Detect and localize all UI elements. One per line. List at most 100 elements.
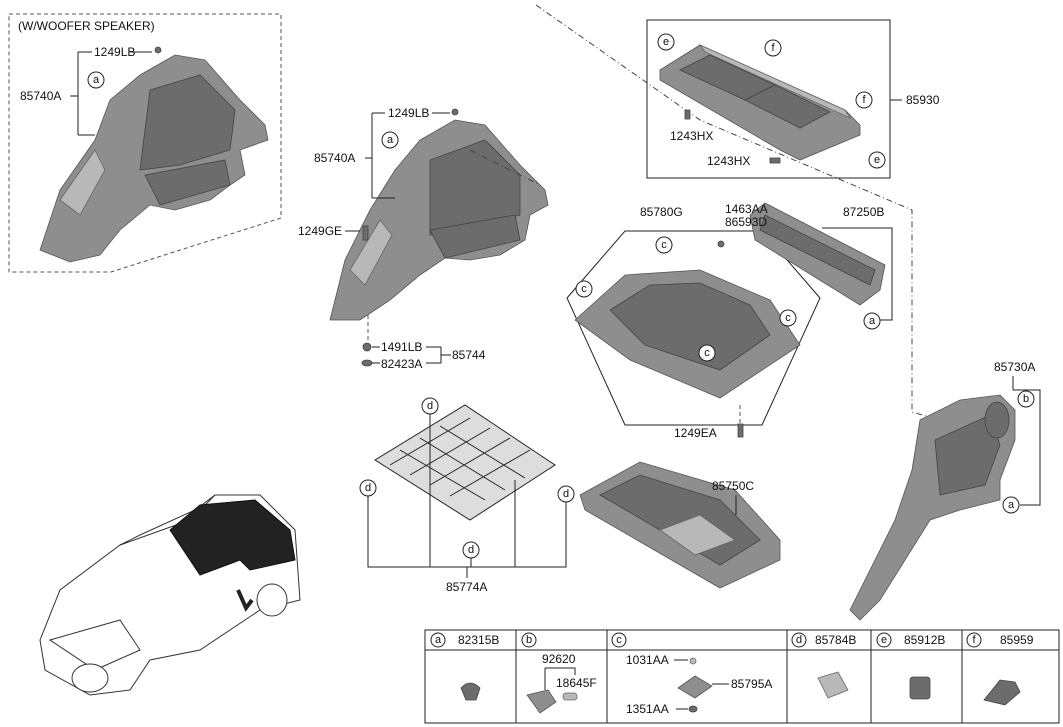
callout-d-2-text: d	[365, 482, 371, 494]
callout-c-1	[655, 236, 673, 254]
washer-82423A	[361, 359, 373, 367]
speaker-hole	[984, 401, 1010, 439]
label-1491LB: 1491LB	[381, 340, 422, 354]
legend-c-85795A: 85795A	[731, 677, 772, 691]
clip-1491LB	[362, 342, 372, 352]
legend-b-circle	[521, 632, 537, 648]
woofer-variant-box	[8, 13, 282, 273]
clip-1463AA	[717, 240, 725, 248]
variant-note: (W/WOOFER SPEAKER)	[18, 19, 155, 33]
transverse-trim-87250B	[749, 202, 886, 306]
label-82423A: 82423A	[381, 357, 422, 371]
legend-b-letter: b	[526, 634, 532, 646]
cap-85912B-icon	[909, 676, 931, 700]
label-85730A: 85730A	[994, 360, 1035, 374]
hook-85784B-icon	[817, 671, 849, 699]
quarter-trim-panel-85730A	[849, 394, 1016, 621]
legend-e-circle	[876, 632, 892, 648]
label-85750C: 85750C	[712, 479, 754, 493]
callout-a-mid-text: a	[387, 134, 394, 146]
callout-a-trim-text: a	[869, 315, 876, 327]
label-1243HX-a: 1243HX	[670, 129, 713, 143]
callout-f-1	[764, 39, 782, 57]
callout-c-3	[779, 309, 797, 327]
label-1249LB-left: 1249LB	[94, 45, 135, 59]
cargo-net-85774A	[374, 404, 556, 521]
luggage-tray-85750C	[579, 461, 781, 589]
label-1463AA: 1463AA	[725, 202, 768, 216]
quarter-trim-panel-woofer	[39, 54, 269, 263]
legend-a-letter: a	[435, 634, 442, 646]
callout-f-2	[855, 91, 873, 109]
callout-d-1-text: d	[427, 400, 433, 412]
clip-1249LB-left	[154, 46, 162, 54]
callout-b-1	[1017, 390, 1035, 408]
callout-c-4-text: c	[704, 347, 710, 359]
screw-1249GE	[362, 225, 369, 241]
legend-f-part: 85959	[1000, 633, 1034, 647]
legend-f-letter: f	[972, 634, 976, 646]
label-87250B: 87250B	[843, 205, 884, 219]
board-85780G-outline	[566, 230, 821, 426]
legend-a-circle	[430, 632, 446, 648]
cover-85930-box	[646, 19, 891, 179]
callout-f-1-text: f	[771, 42, 775, 54]
callout-a-text: a	[93, 74, 100, 86]
label-85744: 85744	[452, 348, 486, 362]
callout-a	[87, 71, 105, 89]
callout-c-3-text: c	[785, 312, 791, 324]
label-85740A-left: 85740A	[20, 89, 61, 103]
label-85780G: 85780G	[640, 205, 683, 219]
label-85930: 85930	[906, 93, 940, 107]
legend-c-circle	[611, 632, 627, 648]
label-1249EA: 1249EA	[674, 426, 717, 440]
label-1243HX-b: 1243HX	[707, 154, 750, 168]
legend-e-part: 85912B	[904, 633, 945, 647]
legend-e-letter: e	[881, 634, 887, 646]
legend-d-letter: d	[796, 634, 802, 646]
clip-82315B-icon	[460, 682, 481, 701]
callout-f-2-text: f	[862, 94, 866, 106]
callout-a-mid	[381, 131, 399, 149]
callout-d-4-text: d	[468, 544, 474, 556]
screw-1243HX-a	[684, 109, 691, 120]
luggage-board-85780G	[574, 269, 801, 399]
callout-c-2-text: c	[581, 283, 587, 295]
clip-1249LB-mid	[451, 108, 459, 116]
quarter-trim-panel	[329, 119, 549, 321]
luggage-cover-85930	[659, 44, 861, 161]
legend-b-18645F: 18645F	[556, 676, 597, 690]
callout-e-1	[657, 33, 675, 51]
callout-b-1-text: b	[1023, 393, 1029, 405]
callout-a-right-text: a	[1008, 499, 1015, 511]
callout-d-3-text: d	[563, 488, 569, 500]
legend-d-circle	[791, 632, 807, 648]
label-1249LB-mid: 1249LB	[388, 106, 429, 120]
legend-c-letter: c	[616, 634, 622, 646]
legend-c-1351AA: 1351AA	[626, 702, 669, 716]
legend-f-circle	[966, 632, 982, 648]
callout-e-2-text: e	[874, 154, 880, 166]
callout-e-1-text: e	[663, 36, 669, 48]
label-1249GE: 1249GE	[298, 224, 342, 238]
hook-85795A-icon	[677, 657, 713, 713]
label-85774A: 85774A	[446, 580, 487, 594]
vehicle-illustration	[39, 494, 301, 696]
legend-a-part: 82315B	[458, 633, 499, 647]
callout-a-trim	[863, 312, 881, 330]
screw-1249EA	[737, 423, 744, 438]
legend-d-part: 85784B	[815, 633, 856, 647]
callout-c-1-text: c	[661, 239, 667, 251]
hook-85959-icon	[983, 679, 1021, 706]
callout-a-right	[1002, 496, 1020, 514]
label-86593D: 86593D	[725, 215, 767, 229]
legend-b-92620: 92620	[542, 652, 576, 666]
label-85740A-mid: 85740A	[314, 151, 355, 165]
legend-table	[424, 629, 1060, 724]
screw-1243HX-b	[769, 157, 781, 164]
callout-c-4	[698, 344, 716, 362]
callout-e-2	[868, 151, 886, 169]
lamp-92620-icon	[526, 689, 578, 714]
callout-c-2	[575, 280, 593, 298]
